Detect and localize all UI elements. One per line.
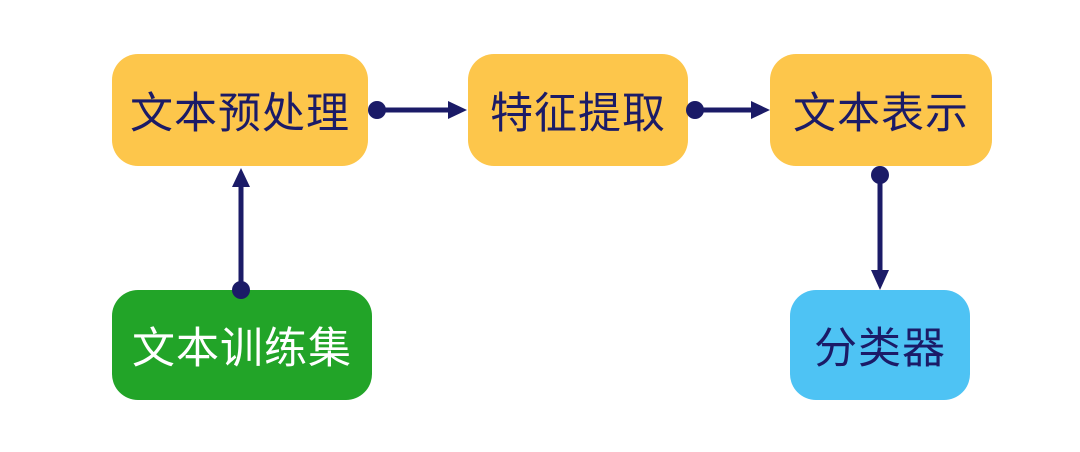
node-text-training-set: 文本训练集 bbox=[112, 290, 372, 400]
edge-arrowhead bbox=[871, 270, 889, 290]
edge-arrowhead bbox=[751, 101, 770, 119]
edge-training-set-to-preprocessing-arrow bbox=[232, 168, 250, 299]
edge-origin-dot bbox=[871, 166, 889, 184]
node-label: 分类器 bbox=[814, 325, 946, 373]
edge-arrowhead bbox=[448, 101, 467, 119]
edge-origin-dot bbox=[686, 101, 704, 119]
edge-preprocessing-to-feature-extraction-arrow bbox=[368, 101, 467, 119]
edge-origin-dot bbox=[368, 101, 386, 119]
node-text-preprocessing: 文本预处理 bbox=[112, 54, 368, 166]
node-text-representation: 文本表示 bbox=[770, 54, 992, 166]
node-label: 文本预处理 bbox=[130, 90, 350, 138]
node-label: 文本训练集 bbox=[132, 325, 352, 373]
node-classifier: 分类器 bbox=[790, 290, 970, 400]
edge-feature-extraction-to-representation-arrow bbox=[686, 101, 770, 119]
node-label: 特征提取 bbox=[490, 90, 666, 138]
edge-arrowhead bbox=[232, 168, 250, 187]
node-label: 文本表示 bbox=[793, 90, 969, 138]
edge-representation-to-classifier-arrow bbox=[871, 166, 889, 290]
node-feature-extraction: 特征提取 bbox=[468, 54, 688, 166]
